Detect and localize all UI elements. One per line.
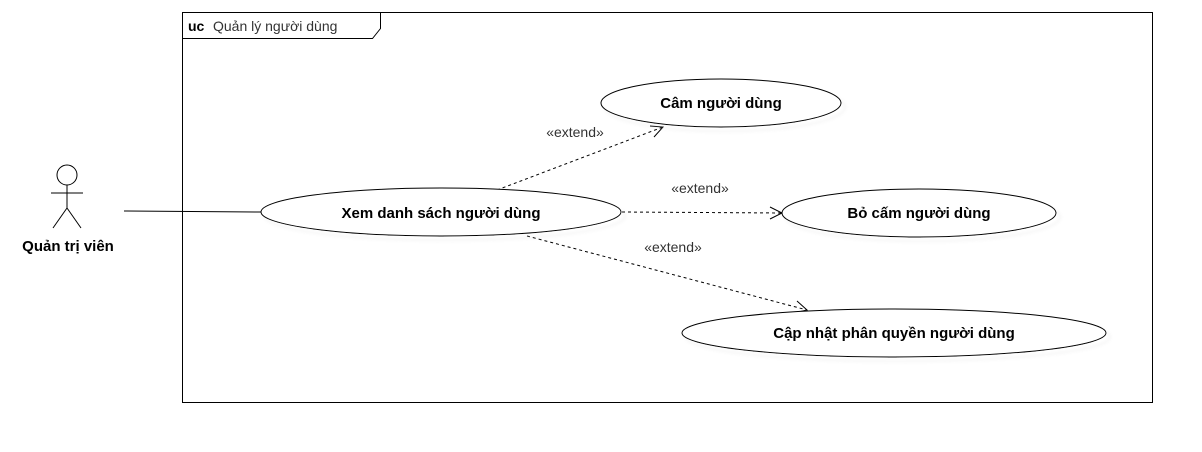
extend-permission-line: [526, 235, 808, 311]
use-case-unban-user-label: Bỏ cấm người dùng: [847, 205, 990, 222]
use-case-ban-user[interactable]: Câm người dùng: [600, 78, 842, 128]
use-case-view-list-label: Xem danh sách người dùng: [341, 205, 540, 222]
use-case-update-permission-label: Cập nhật phân quyền người dùng: [773, 325, 1015, 342]
extend-unban-label: «extend»: [671, 180, 729, 196]
extend-ban-relation: «extend»: [496, 124, 665, 191]
extend-ban-arrowhead: [649, 125, 665, 138]
use-case-update-permission-ellipse: [681, 308, 1107, 358]
frame-tab: [182, 12, 381, 39]
frame-title: Quản lý người dùng: [213, 18, 337, 34]
actor-right-leg: [66, 207, 82, 229]
frame-keyword: uc: [188, 18, 205, 34]
extend-unban-relation: «extend»: [621, 180, 784, 220]
actor-admin[interactable]: Quản trị viên: [22, 164, 114, 255]
association-line: [123, 210, 263, 213]
use-case-view-list[interactable]: Xem danh sách người dùng: [260, 187, 622, 237]
extend-permission-relation: «extend»: [526, 235, 809, 314]
use-case-unban-user[interactable]: Bỏ cấm người dùng: [781, 188, 1057, 238]
use-case-view-list-ellipse: [260, 187, 622, 237]
use-case-ban-user-label: Câm người dùng: [660, 95, 782, 112]
actor-label: Quản trị viên: [22, 238, 114, 255]
use-case-ban-user-ellipse: [600, 78, 842, 128]
system-frame: uc Quản lý người dùng: [182, 12, 1153, 403]
extend-unban-line: [621, 211, 783, 214]
extend-permission-label: «extend»: [644, 239, 702, 255]
actor-head: [56, 164, 78, 186]
use-case-unban-user-ellipse: [781, 188, 1057, 238]
use-case-update-permission[interactable]: Cập nhật phân quyền người dùng: [681, 308, 1107, 358]
actor-left-leg: [52, 207, 68, 229]
extend-ban-label: «extend»: [546, 124, 604, 140]
